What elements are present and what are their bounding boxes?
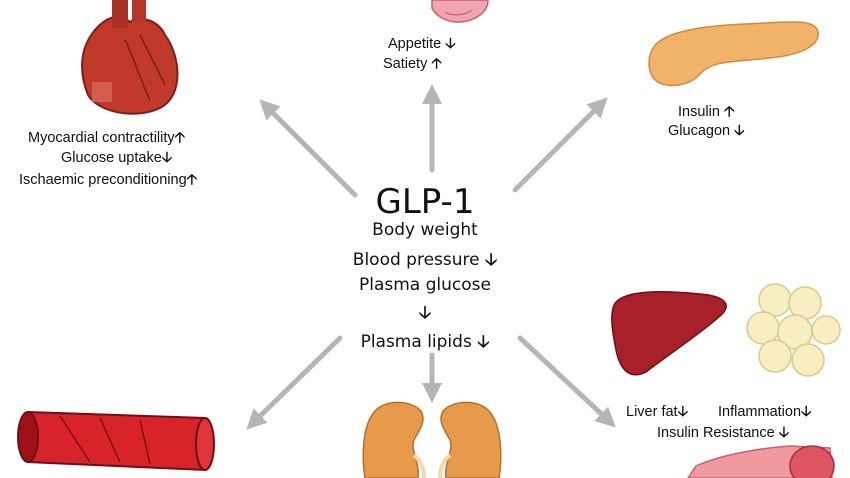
liver-icon	[611, 291, 727, 376]
down-arrow-icon: 🡣	[485, 250, 498, 270]
glp1-title: GLP-1	[375, 182, 475, 222]
arrow-to-heart	[259, 99, 358, 198]
up-arrow-icon: 🡡	[723, 104, 735, 120]
effect-label: Satiety	[383, 56, 428, 72]
brain-effect-satiety: Satiety 🡡	[383, 56, 442, 73]
down-arrow-icon: 🡣	[801, 404, 812, 420]
center-effect-body-weight: Body weight	[0, 220, 850, 240]
effect-label: Myocardial contractility	[28, 130, 175, 146]
liver-effect-liver-fat: Liver fat🡣	[626, 404, 688, 421]
effect-label: Inflammation	[718, 404, 802, 420]
heart-icon	[81, 0, 179, 115]
effect-label: Glucose uptake	[61, 150, 162, 166]
down-arrow-icon: 🡣	[677, 404, 689, 420]
effect-label: Glucagon	[668, 123, 731, 139]
down-arrow-icon: 🡣	[778, 425, 790, 441]
pancreas-effect-insulin: Insulin 🡡	[678, 104, 734, 121]
center-effect-plasma-lipids: Plasma lipids 🡣	[0, 329, 850, 358]
down-arrow-icon: 🡣	[445, 36, 456, 52]
heart-effect-contractility: Myocardial contractility🡡	[28, 130, 185, 147]
effect-label: Appetite	[388, 36, 442, 52]
effect-label: Body weight	[372, 220, 478, 240]
effect-label: Insulin Resistance	[657, 425, 775, 441]
arrow-to-pancreas	[512, 97, 608, 193]
fat-cells-icon	[746, 283, 841, 377]
muscle-icon	[687, 445, 835, 478]
down-arrow-icon: 🡣	[161, 150, 173, 166]
arrow-to-vessel	[246, 335, 343, 430]
arrow-to-liver	[517, 335, 616, 428]
center-effect-plasma-glucose: Plasma glucose	[0, 275, 850, 295]
effect-label: Ischaemic preconditioning	[19, 172, 187, 188]
blood-vessel-icon	[17, 410, 215, 472]
pancreas-effect-glucagon: Glucagon 🡣	[668, 123, 745, 140]
fat-effect-inflammation: Inflammation🡣	[718, 404, 811, 421]
down-arrow-icon: 🡣	[418, 303, 432, 323]
effect-label: Insulin	[678, 104, 720, 120]
kidney-icon	[362, 401, 502, 478]
down-arrow-icon: 🡣	[734, 123, 745, 139]
heart-effect-preconditioning: Ischaemic preconditioning🡡	[19, 172, 197, 189]
effect-label: Plasma glucose	[359, 275, 491, 295]
up-arrow-icon: 🡡	[431, 56, 442, 72]
brain-icon	[431, 0, 489, 23]
center-effect-glucose-arrow: 🡣	[0, 300, 850, 329]
effect-label: Liver fat	[626, 404, 678, 420]
heart-effect-glucose-uptake: Glucose uptake🡣	[61, 150, 172, 167]
effect-label: Blood pressure	[352, 250, 480, 270]
fat-effect-insulin-resistance: Insulin Resistance 🡣	[657, 425, 789, 442]
center-effect-blood-pressure: Blood pressure 🡣	[0, 247, 850, 276]
brain-effect-appetite: Appetite 🡣	[388, 36, 456, 53]
down-arrow-icon: 🡣	[477, 332, 490, 352]
up-arrow-icon: 🡡	[186, 172, 198, 188]
effect-label: Plasma lipids	[360, 332, 472, 352]
pancreas-icon	[648, 21, 819, 87]
up-arrow-icon: 🡡	[174, 130, 186, 146]
